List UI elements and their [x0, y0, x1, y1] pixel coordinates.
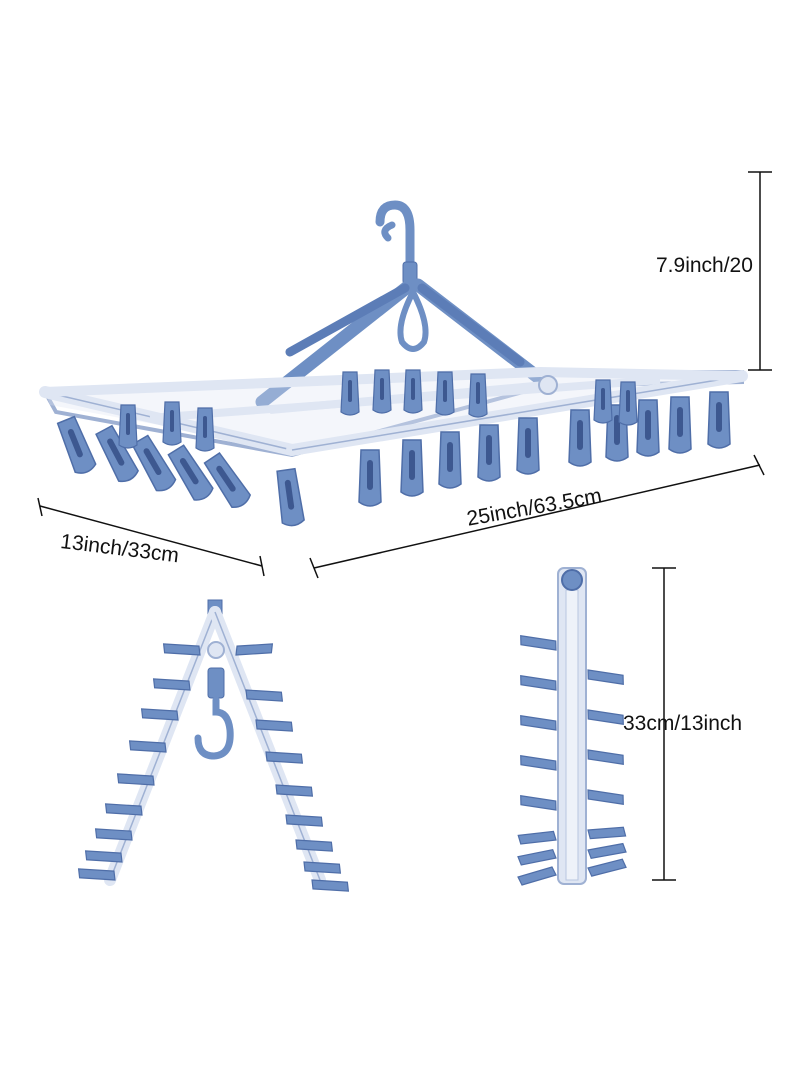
hanger-folded-side-view: [75, 599, 352, 902]
hanger-open-view: [39, 200, 748, 528]
dimension-lines: [37, 171, 772, 881]
folded-height-dimension-label: 33cm/13inch: [623, 712, 743, 735]
height-dimension-label: 7.9inch/20: [656, 254, 753, 277]
hanger-folded-front-view: [516, 567, 628, 886]
